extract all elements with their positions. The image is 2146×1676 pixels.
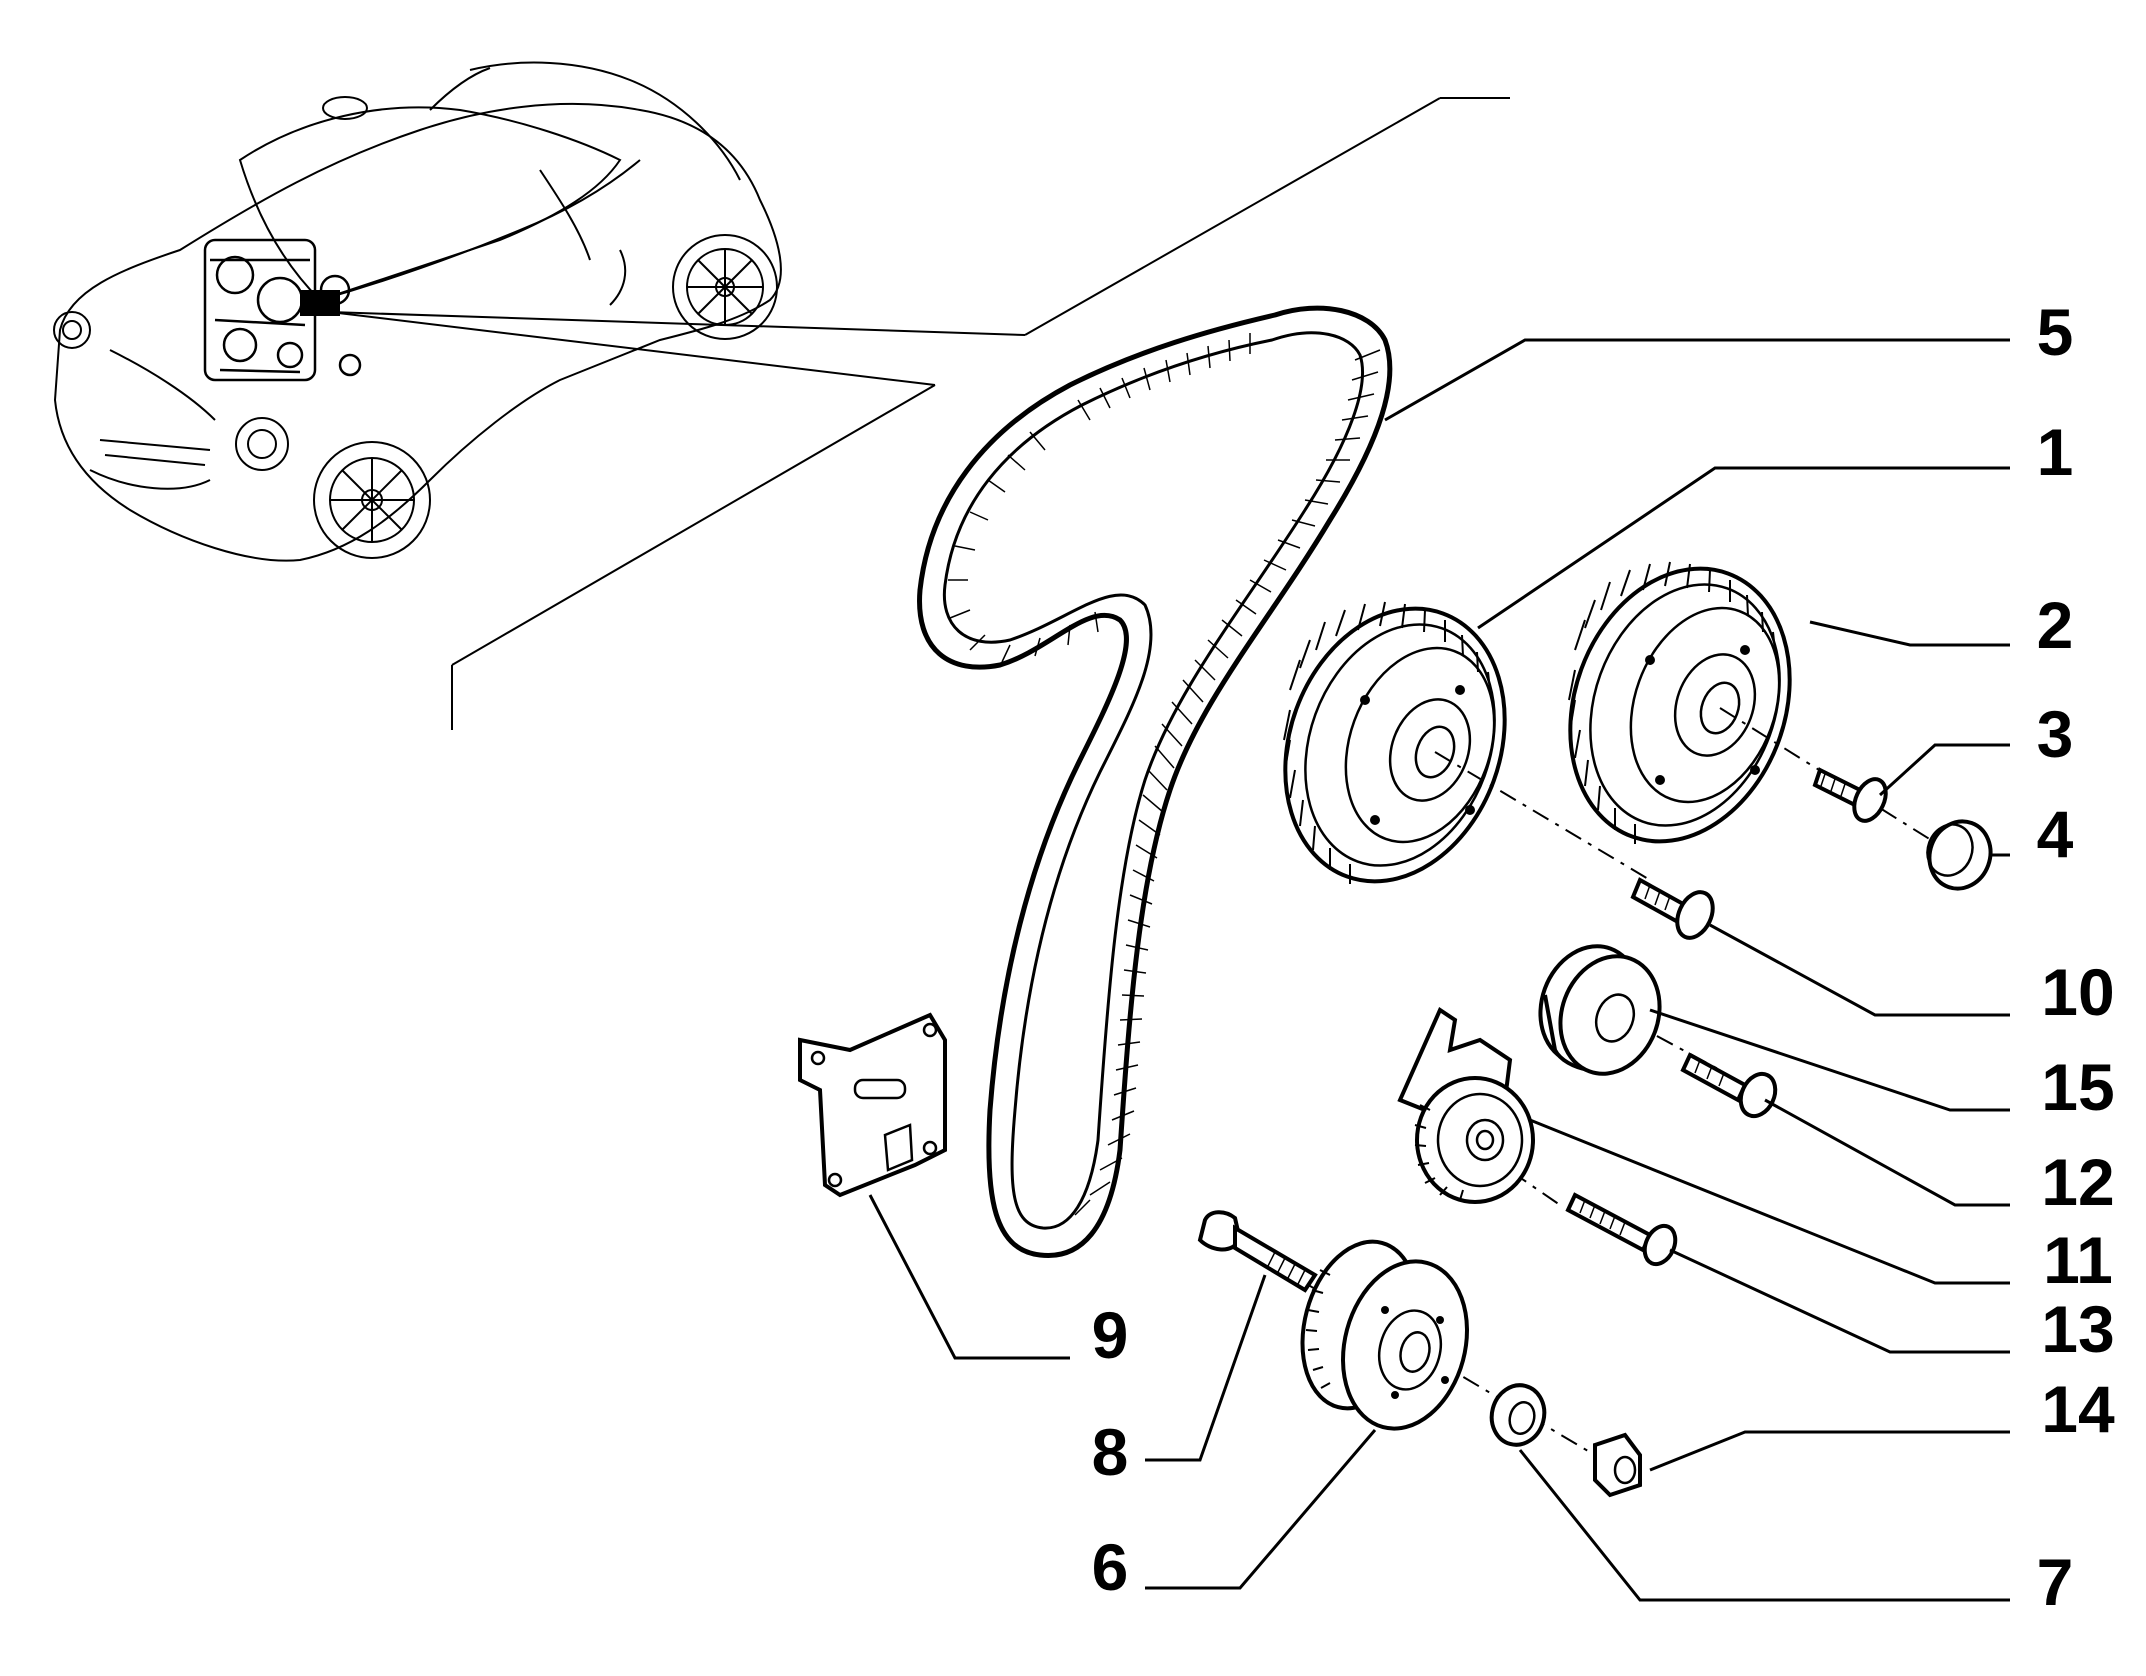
callout-10: 10	[2041, 955, 2114, 1029]
callout-11: 11	[2043, 1223, 2113, 1297]
nut-14	[1593, 1432, 1642, 1498]
bolt-8	[1197, 1210, 1318, 1293]
callout-13: 13	[2041, 1292, 2114, 1366]
callout-4: 4	[2037, 797, 2074, 871]
bolt-12	[1680, 1052, 1778, 1119]
bolt-3	[1812, 767, 1888, 823]
callout-labels: 5 1 2 3 4 10 15 12 11 13 9 14 8 6 7	[1092, 295, 2115, 1619]
camshaft-pulley-2	[1568, 561, 1792, 844]
timing-belt	[917, 305, 1393, 1259]
callout-15: 15	[2041, 1050, 2114, 1124]
bracket-9	[798, 1012, 947, 1198]
callout-14: 14	[2041, 1372, 2115, 1446]
crankshaft-pulley-6	[1300, 1239, 1469, 1431]
callout-1: 1	[2037, 415, 2074, 489]
callout-12: 12	[2041, 1145, 2114, 1219]
callout-6: 6	[1092, 1530, 1129, 1604]
callout-5: 5	[2037, 295, 2074, 369]
callout-9: 9	[1092, 1298, 1129, 1372]
callout-3: 3	[2037, 697, 2074, 771]
tensioner-11	[1397, 1007, 1535, 1204]
camshaft-pulley-1	[1283, 601, 1507, 884]
idler-roller-15	[1538, 944, 1662, 1076]
callout-8: 8	[1092, 1415, 1129, 1489]
callout-7: 7	[2037, 1545, 2074, 1619]
bolt-10	[1630, 877, 1715, 940]
callout-2: 2	[2037, 588, 2074, 662]
callout-leader-lines	[868, 338, 2010, 1602]
zoom-leader-lines	[329, 97, 1510, 730]
car-overview-illustration	[53, 61, 782, 562]
bolt-13	[1565, 1192, 1678, 1267]
cap-4	[1926, 819, 1993, 891]
washer-7	[1489, 1383, 1547, 1447]
